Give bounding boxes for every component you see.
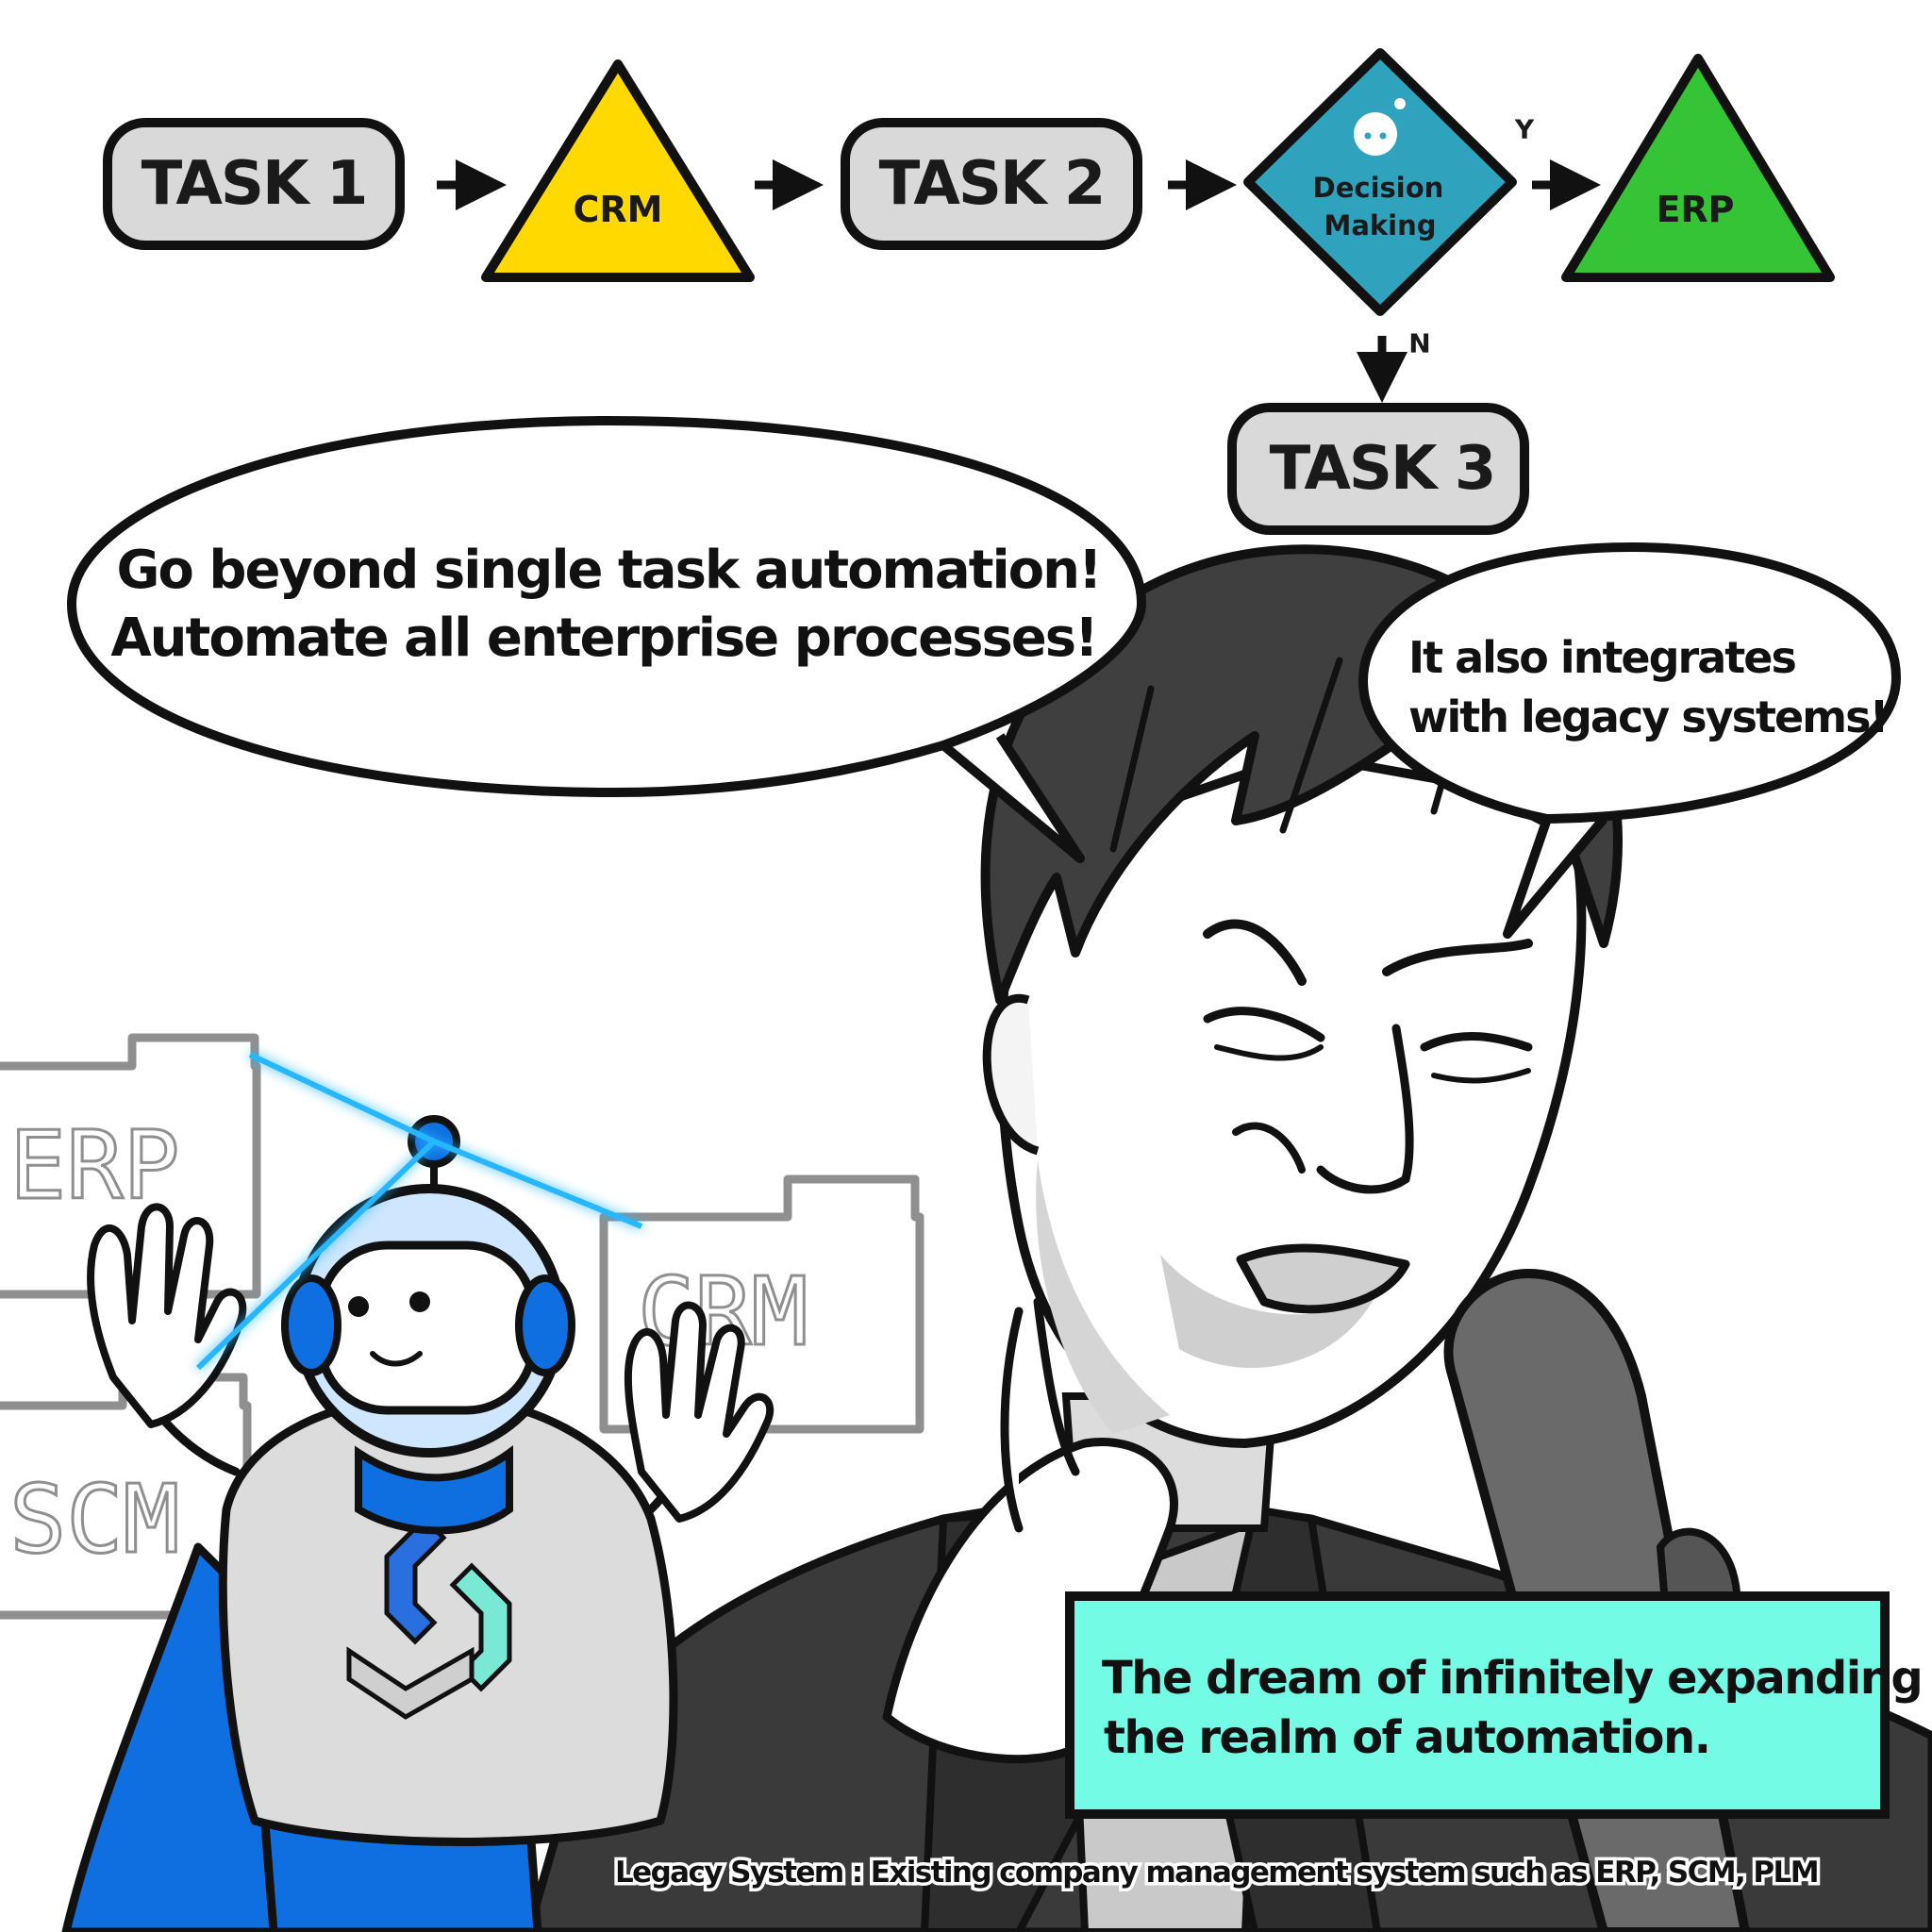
caption-line2: the realm of automation. (1104, 1711, 1709, 1764)
erp-label: ERP (1656, 189, 1734, 230)
bubble-main-line1: Go beyond single task automation! (116, 540, 1100, 601)
folder-erp-label: ERP (9, 1110, 180, 1221)
no-label: N (1408, 328, 1430, 359)
robot-laser-beams (195, 1052, 643, 1371)
robot-mascot (61, 1052, 774, 1932)
flowchart: TASK 1 CRM TASK 2 Deci (103, 48, 1835, 535)
bubble-side-line2: with legacy systems! (1408, 691, 1887, 742)
caption-box: The dream of infinitely expanding the re… (1065, 1591, 1924, 1819)
decision-label-line2: Making (1324, 209, 1436, 242)
yes-label: Y (1514, 114, 1535, 145)
crm-node: CRM (481, 59, 755, 282)
robot-face-icon (1354, 112, 1397, 156)
bubble-main-line2: Automate all enterprise processes! (110, 608, 1096, 669)
speech-bubble-side: It also integrates with legacy systems! (1358, 542, 1901, 939)
task-3-label: TASK 3 (1270, 434, 1495, 504)
speech-bubble-main: Go beyond single task automation! Automa… (67, 416, 1146, 863)
footnote: Legacy System : Existing company managem… (615, 1856, 1818, 1890)
caption-line1: The dream of infinitely expanding (1102, 1652, 1922, 1705)
decision-node: Decision Making (1243, 48, 1517, 316)
task-1-label: TASK 1 (142, 149, 367, 219)
bubble-side-line1: It also integrates (1408, 632, 1795, 683)
task-1-node: TASK 1 (103, 118, 405, 250)
folder-erp: ERP (0, 1033, 261, 1299)
decision-label-line1: Decision (1313, 172, 1444, 204)
folder-scm-label: SCM (9, 1464, 180, 1574)
task-2-node: TASK 2 (841, 118, 1142, 250)
erp-node: ERP (1561, 54, 1835, 282)
robot-chest-logo (384, 1515, 447, 1645)
task-3-node: TASK 3 (1227, 403, 1529, 535)
task-2-label: TASK 2 (879, 149, 1105, 219)
crm-label: CRM (574, 189, 663, 230)
